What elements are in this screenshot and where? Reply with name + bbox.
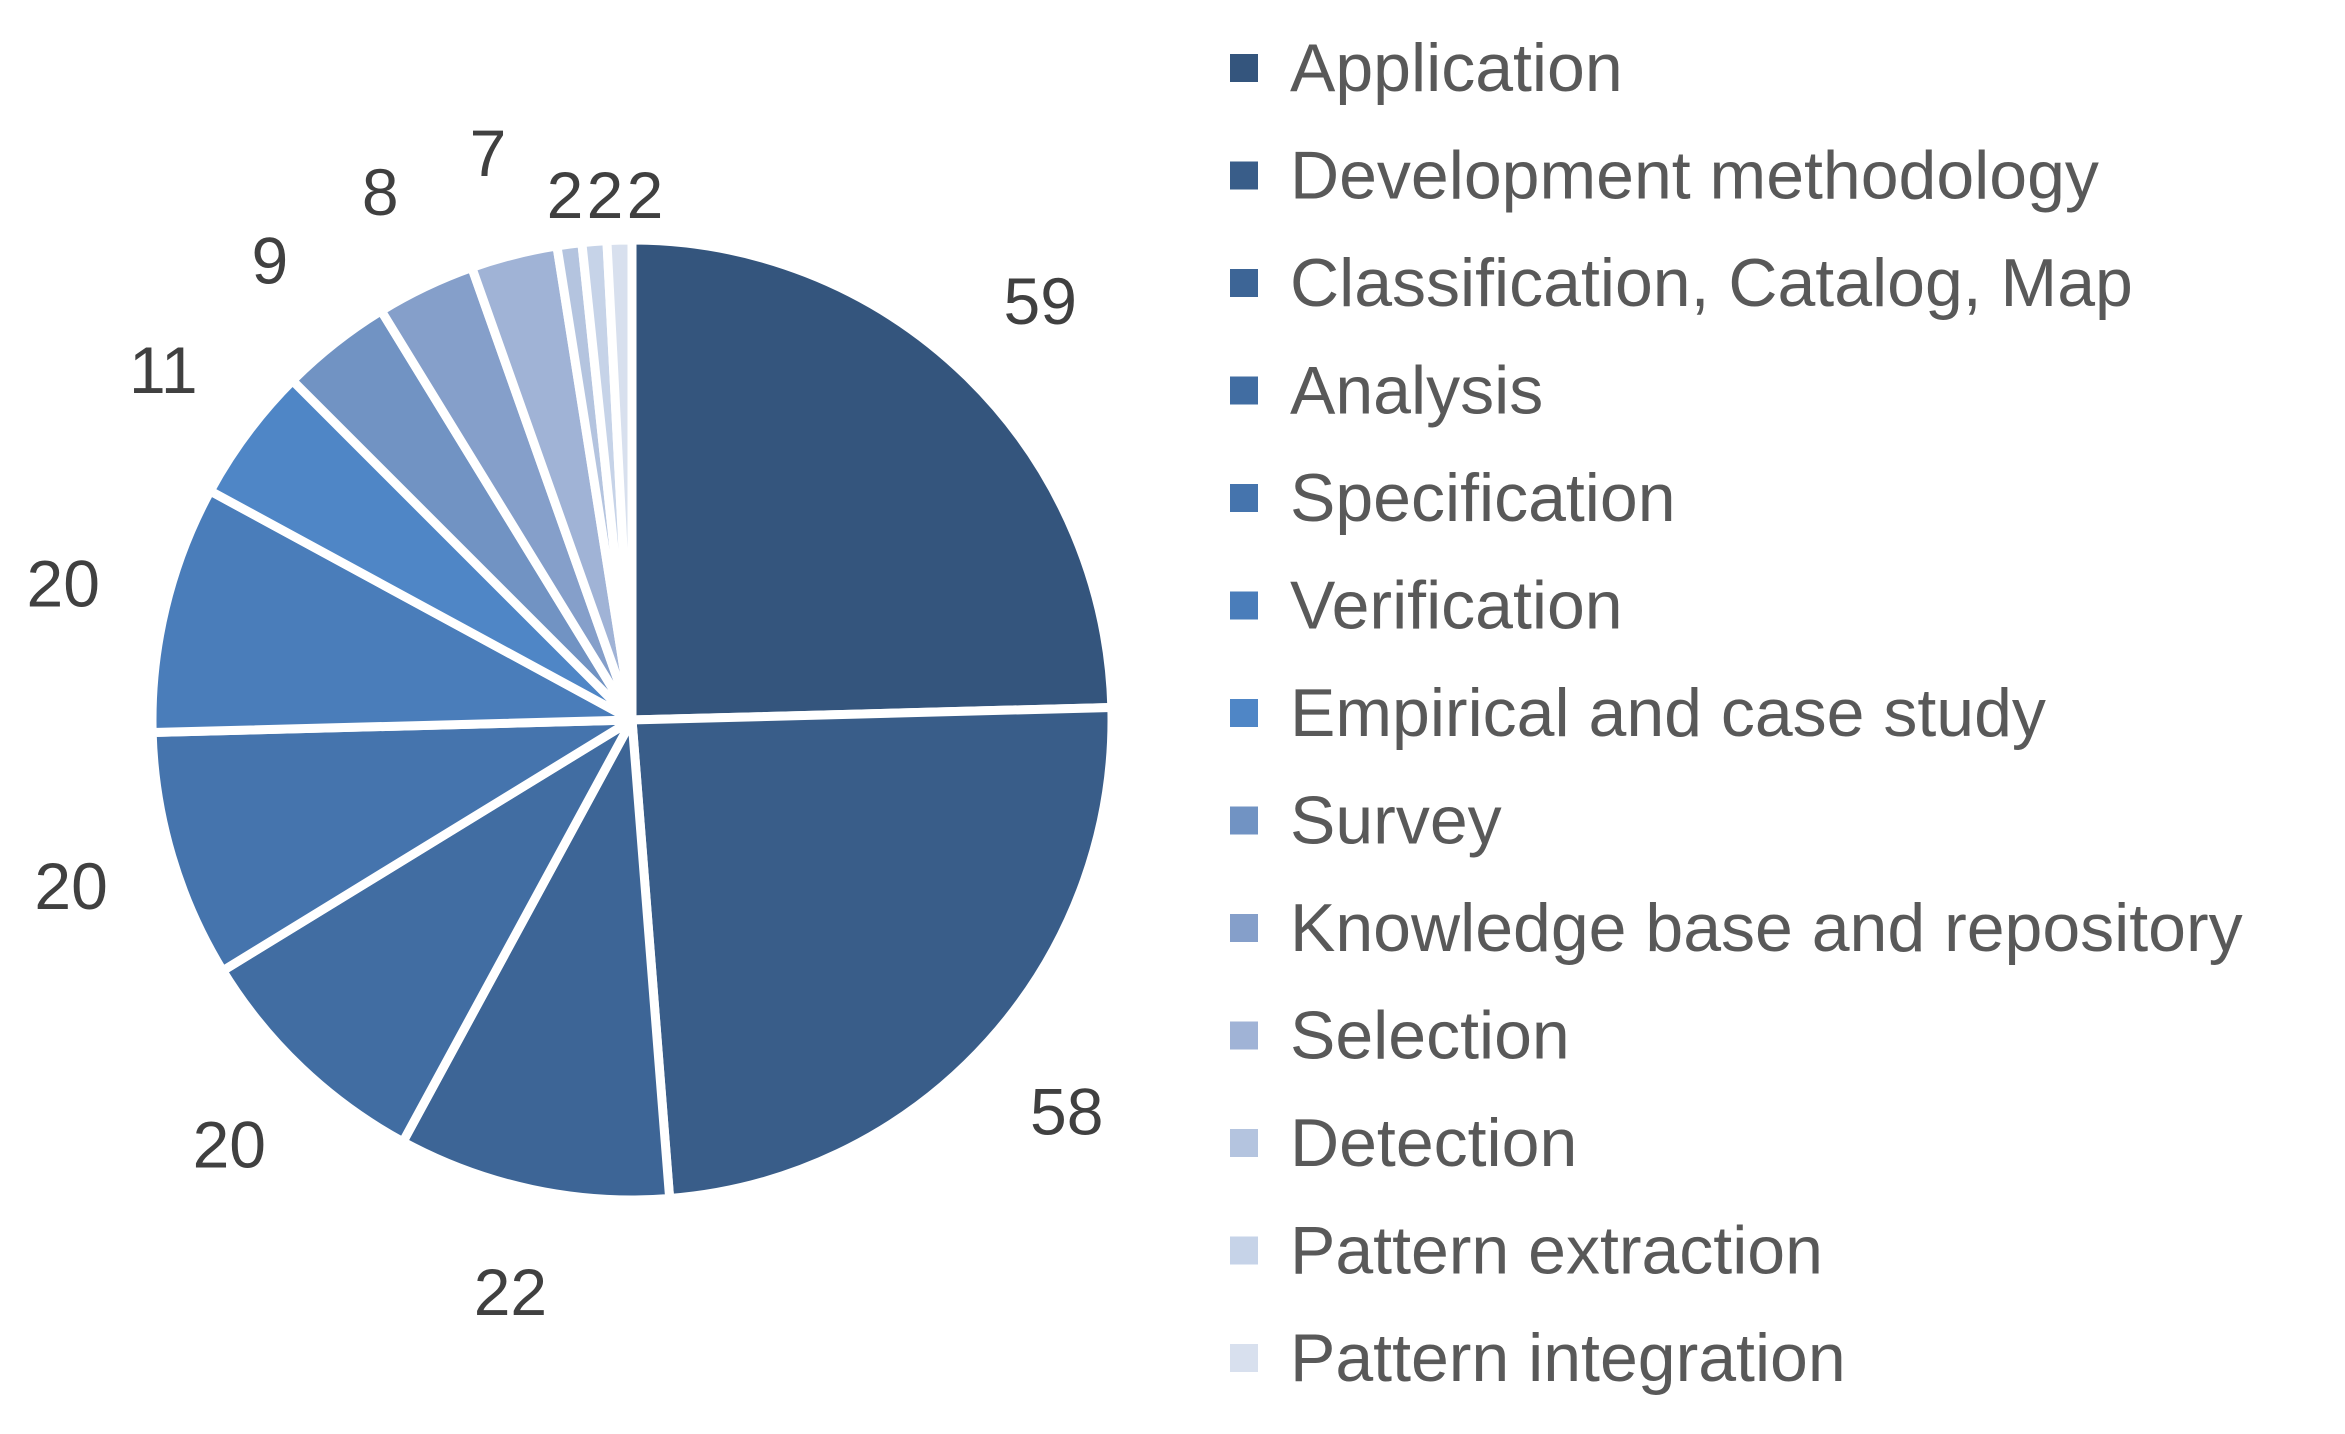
legend-swatch bbox=[1230, 54, 1258, 82]
legend-label: Empirical and case study bbox=[1290, 675, 2046, 751]
legend-label: Pattern extraction bbox=[1290, 1213, 1823, 1289]
legend-swatch bbox=[1230, 484, 1258, 512]
legend-swatch bbox=[1230, 591, 1258, 620]
data-label: 11 bbox=[129, 333, 198, 407]
legend-swatch bbox=[1230, 806, 1258, 835]
pie-slice bbox=[398, 715, 675, 1205]
pie-slice bbox=[147, 715, 637, 976]
data-label: 9 bbox=[251, 224, 288, 298]
legend-swatch bbox=[1230, 1344, 1258, 1372]
data-label: 8 bbox=[362, 155, 399, 229]
data-label: 58 bbox=[1030, 1074, 1103, 1148]
legend-swatch bbox=[1230, 914, 1258, 942]
data-label: 59 bbox=[1003, 264, 1076, 338]
pie-slice bbox=[218, 715, 637, 1147]
legend-label: Survey bbox=[1290, 783, 1502, 859]
legend-label: Pattern integration bbox=[1290, 1320, 1846, 1396]
pie-slice bbox=[602, 235, 637, 725]
legend-swatch bbox=[1230, 161, 1258, 190]
data-label: 7 bbox=[470, 116, 507, 190]
legend-swatch bbox=[1230, 1236, 1258, 1265]
legend-label: Classification, Catalog, Map bbox=[1290, 245, 2133, 321]
data-label: 20 bbox=[26, 546, 99, 620]
data-label: 22 bbox=[474, 1255, 547, 1329]
data-label: 20 bbox=[34, 849, 107, 923]
data-label: 2 bbox=[587, 158, 624, 232]
legend-swatch bbox=[1230, 376, 1258, 405]
pie-slice bbox=[147, 486, 637, 738]
legend-swatch bbox=[1230, 699, 1258, 727]
legend-label: Application bbox=[1290, 30, 1623, 106]
legend-label: Development methodology bbox=[1290, 138, 2099, 214]
pie-slice bbox=[627, 235, 1117, 725]
legend-label: Specification bbox=[1290, 460, 1676, 536]
legend-swatch bbox=[1230, 1021, 1258, 1050]
data-label: 2 bbox=[547, 158, 584, 232]
data-label: 2 bbox=[627, 158, 664, 232]
pie-slice bbox=[627, 702, 1117, 1204]
pie-slices bbox=[147, 235, 1117, 1205]
data-label: 20 bbox=[193, 1107, 266, 1181]
legend-swatch bbox=[1230, 269, 1258, 297]
legend-label: Analysis bbox=[1290, 353, 1543, 429]
legend-swatch bbox=[1230, 1129, 1258, 1157]
legend-label: Knowledge base and repository bbox=[1290, 890, 2243, 966]
legend-label: Detection bbox=[1290, 1105, 1577, 1181]
legend-label: Selection bbox=[1290, 998, 1570, 1074]
legend-label: Verification bbox=[1290, 568, 1623, 644]
